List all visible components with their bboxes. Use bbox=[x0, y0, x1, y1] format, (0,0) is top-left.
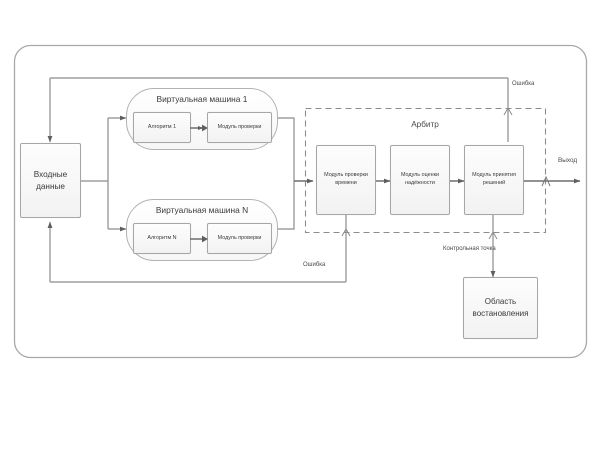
vm1-check-module-label: Модуль проверки bbox=[217, 123, 262, 130]
junction-chevron-bottom bbox=[341, 227, 351, 237]
edge-vm1-out bbox=[277, 117, 295, 181]
arbiter-module-reliability-line1: Модуль оценки bbox=[401, 172, 439, 179]
input-data-line1: Входные bbox=[33, 169, 68, 179]
vmn-check-module-label: Модуль проверки bbox=[217, 234, 262, 241]
arbiter-module-reliability[interactable]: Модуль оценки надёжности bbox=[390, 145, 450, 215]
virtual-machine-1-title: Виртуальная машина 1 bbox=[156, 94, 248, 104]
checkpoint-crossing-chevron bbox=[488, 230, 498, 240]
vm1-check-module-block[interactable]: Модуль проверки bbox=[207, 112, 272, 143]
vmn-internal-arrow bbox=[190, 235, 208, 243]
vm1-internal-arrow bbox=[190, 124, 208, 132]
vmn-check-module-block[interactable]: Модуль проверки bbox=[207, 223, 272, 254]
edge-label-checkpoint: Контрольная точка bbox=[443, 246, 496, 252]
vmn-algorithm-label: Алгоритм N bbox=[147, 234, 177, 241]
junction-chevron-top bbox=[503, 106, 513, 116]
arbiter-module-time-check-line1: Модуль проверки bbox=[324, 172, 368, 179]
arbiter-module-decision[interactable]: Модуль принятия решений bbox=[464, 145, 524, 215]
arbiter-title: Арбитр bbox=[411, 120, 439, 129]
arbiter-dashed-boundary bbox=[304, 107, 547, 234]
edge-output-crossing-hop bbox=[541, 175, 551, 187]
recovery-area-line1: Область bbox=[484, 297, 517, 307]
arbiter-module-decision-line1: Модуль принятия bbox=[472, 172, 516, 179]
vmn-algorithm-block[interactable]: Алгоритм N bbox=[133, 223, 191, 254]
input-data-line2: данные bbox=[36, 181, 65, 191]
system-boundary-frame bbox=[13, 44, 588, 359]
edge-label-output: Выход bbox=[558, 157, 578, 164]
vm1-algorithm-label: Алгоритм 1 bbox=[147, 123, 177, 130]
arbiter-module-time-check[interactable]: Модуль проверки времени bbox=[316, 145, 376, 215]
edge-label-error-top: Ошибка bbox=[512, 81, 535, 87]
recovery-area-line2: востановления bbox=[472, 309, 529, 318]
edge-vmn-out bbox=[277, 181, 295, 230]
virtual-machine-n-title: Виртуальная машина N bbox=[155, 205, 249, 215]
vm1-algorithm-block[interactable]: Алгоритм 1 bbox=[133, 112, 191, 143]
input-data-block[interactable]: Входные данные bbox=[20, 143, 81, 218]
edge-label-error-bottom: Ошибка bbox=[303, 262, 326, 268]
arbiter-module-reliability-line2: надёжности bbox=[405, 180, 435, 186]
recovery-area-block[interactable]: Область востановления bbox=[463, 277, 538, 339]
arbiter-module-decision-line2: решений bbox=[482, 180, 506, 186]
arbiter-module-time-check-line2: времени bbox=[335, 180, 357, 186]
